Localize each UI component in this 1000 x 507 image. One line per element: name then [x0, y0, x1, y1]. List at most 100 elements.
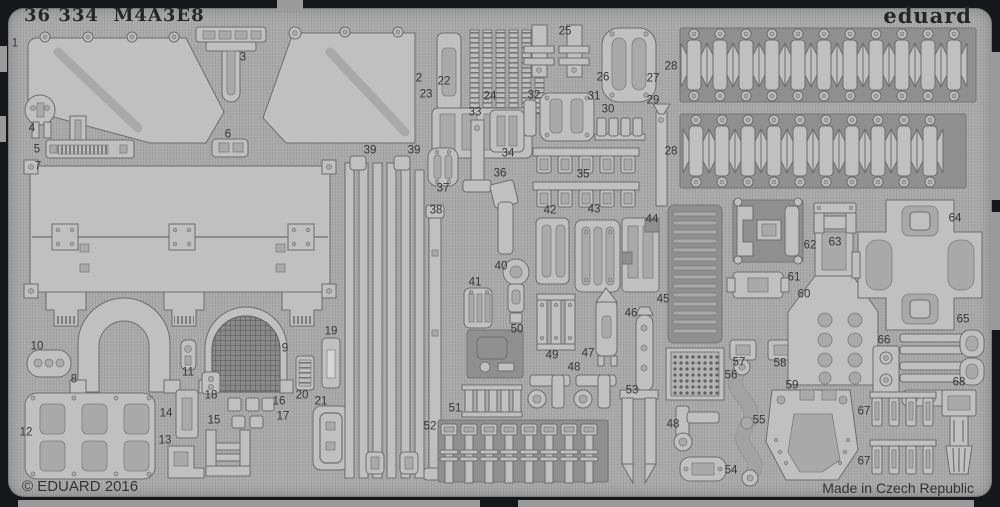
part-number-label: 26 — [596, 71, 610, 84]
part-number-label: 19 — [324, 325, 338, 338]
part-shape-40 — [502, 258, 530, 324]
edge-fragment — [18, 500, 480, 507]
part-shape-fender-1 — [27, 31, 225, 144]
part-number-label: 58 — [773, 357, 787, 370]
part-shape-47 — [595, 287, 619, 367]
part-number-label: 61 — [787, 271, 801, 284]
edge-fragment — [0, 116, 6, 142]
part-number-label: 63 — [828, 236, 842, 249]
part-number-label: 44 — [645, 213, 659, 226]
edge-fragment — [277, 0, 303, 10]
part-number-label: 52 — [423, 420, 437, 433]
part-number-label: 15 — [207, 414, 221, 427]
part-number-label: 28 — [664, 60, 678, 73]
part-number-label: 34 — [501, 147, 515, 160]
part-shape-19 — [321, 337, 341, 389]
part-number-label: 39 — [363, 144, 377, 157]
part-shape-4 — [24, 94, 56, 139]
part-shape-50 — [466, 329, 524, 379]
part-number-label: 46 — [624, 307, 638, 320]
part-number-label: 55 — [752, 414, 766, 427]
part-number-label: 62 — [803, 239, 817, 252]
edge-fragment — [991, 52, 1000, 200]
part-number-label: 48 — [567, 361, 581, 374]
part-shape-64-cross — [851, 199, 983, 331]
part-number-label: 25 — [558, 25, 572, 38]
part-shape-25-brackets — [523, 24, 590, 78]
part-shape-6 — [211, 138, 249, 158]
part-shape-21 — [312, 405, 350, 471]
part-shape-59 — [765, 389, 859, 481]
part-shape-53 — [619, 389, 659, 485]
part-number-label: 16 — [272, 395, 286, 408]
part-shape-13 — [167, 445, 205, 479]
catalog-and-kit-title: 36 334 M4A3E8 — [24, 5, 205, 26]
part-shape-panel-28-top — [679, 27, 977, 103]
part-number-label: 39 — [407, 144, 421, 157]
part-shape-36 — [489, 179, 519, 255]
part-shape-46 — [635, 306, 654, 392]
part-shape-37 — [427, 147, 459, 187]
part-shape-43 — [574, 219, 621, 293]
part-shape-33 — [462, 119, 492, 193]
part-number-label: 23 — [419, 88, 433, 101]
part-shape-arch-mounts — [45, 291, 323, 327]
made-in-text: Made in Czech Republic — [822, 480, 974, 496]
part-number-label: 50 — [510, 323, 524, 336]
part-number-label: 56 — [724, 369, 738, 382]
part-number-label: 11 — [182, 366, 194, 379]
part-number-label: 54 — [724, 464, 738, 477]
part-number-label: 8 — [70, 373, 78, 386]
part-shape-10 — [26, 349, 72, 378]
part-number-label: 36 — [493, 167, 507, 180]
part-number-label: 32 — [527, 89, 541, 102]
part-shape-66 — [872, 345, 900, 395]
part-shape-60-funnel — [787, 231, 879, 386]
part-number-label: 24 — [483, 90, 497, 103]
part-shape-31-32 — [523, 92, 595, 142]
part-number-label: 28 — [664, 145, 678, 158]
part-number-label: 65 — [956, 313, 970, 326]
edge-fragment — [0, 46, 7, 72]
part-number-label: 1 — [11, 37, 19, 50]
part-shape-54 — [679, 456, 727, 482]
part-number-label: 9 — [281, 342, 289, 355]
part-shape-30 — [594, 117, 646, 141]
part-number-label: 59 — [785, 379, 799, 392]
part-number-label: 64 — [948, 212, 962, 225]
part-shape-41 — [463, 287, 493, 329]
part-shape-42 — [535, 217, 570, 285]
part-number-label: 33 — [468, 106, 482, 119]
part-shape-45-zipper — [667, 204, 723, 344]
part-shape-62 — [732, 197, 804, 265]
part-shape-5 — [45, 115, 135, 159]
part-shape-48-bottom — [673, 405, 720, 452]
part-shape-arch-8 — [69, 297, 181, 394]
part-shape-12 — [24, 392, 156, 480]
part-number-label: 30 — [601, 103, 615, 116]
part-shape-fender-2 — [262, 26, 416, 144]
part-number-label: 20 — [295, 389, 309, 402]
part-number-label: 57 — [732, 356, 746, 369]
part-number-label: 67 — [857, 455, 871, 468]
part-number-label: 48 — [666, 418, 680, 431]
part-shape-68 — [941, 389, 977, 475]
part-shape-11 — [180, 339, 197, 371]
kit-name: M4A3E8 — [113, 5, 205, 26]
part-number-label: 51 — [448, 402, 462, 415]
part-number-label: 4 — [28, 122, 36, 135]
part-number-label: 45 — [656, 293, 670, 306]
part-shape-plate-7 — [23, 159, 337, 299]
brand-logo-text: eduard — [883, 3, 972, 28]
part-number-label: 49 — [545, 349, 559, 362]
part-number-label: 67 — [857, 405, 871, 418]
part-shape-strips-39-38 — [344, 155, 447, 481]
part-shape-51 — [461, 384, 523, 418]
part-shape-34 — [489, 109, 525, 153]
part-number-label: 40 — [494, 260, 508, 273]
part-number-label: 7 — [34, 160, 42, 173]
part-number-label: 53 — [625, 384, 639, 397]
part-number-label: 6 — [224, 128, 232, 141]
part-shape-67-combs — [869, 391, 937, 475]
